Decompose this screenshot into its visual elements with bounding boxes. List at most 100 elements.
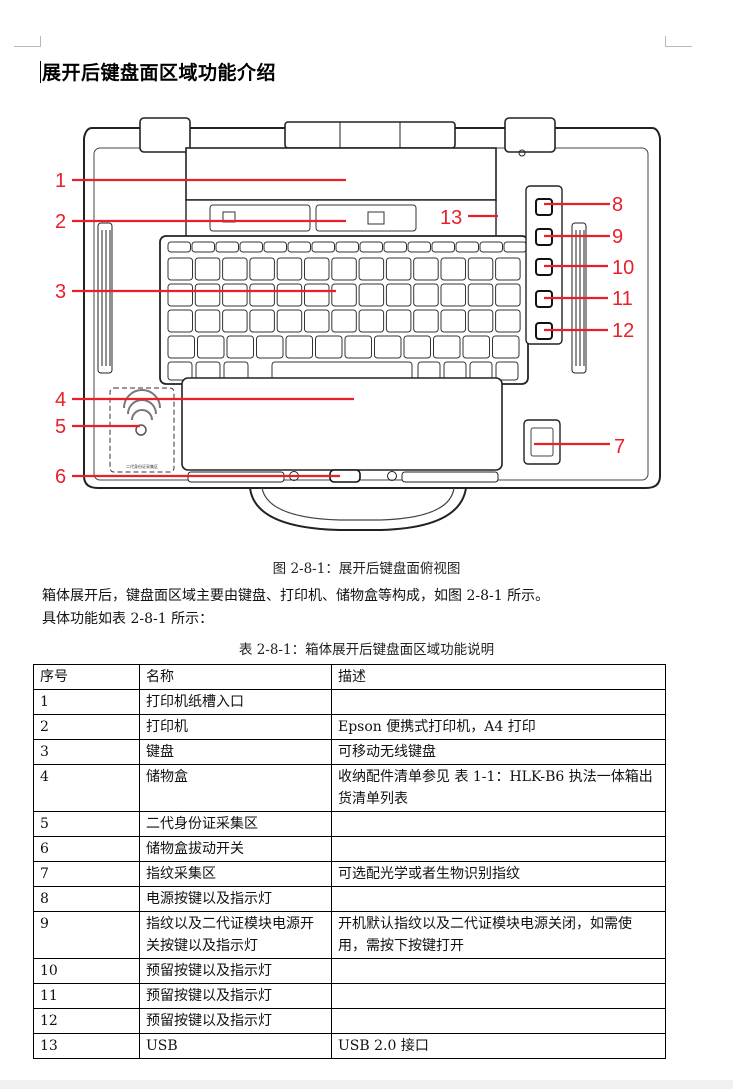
keyboard-key <box>385 309 412 333</box>
callout-number: 2 <box>55 211 66 233</box>
keyboard-key <box>287 241 311 253</box>
callout-number: 12 <box>612 320 634 342</box>
printer-slot <box>185 147 497 201</box>
id-plate-label: 二代身份证采集区 <box>126 463 158 469</box>
table-cell-desc: 收纳配件清单参见 表 1-1：HLK-B6 执法一体箱出货清单列表 <box>331 764 666 812</box>
keyboard-key <box>331 257 357 281</box>
table-cell-no: 7 <box>33 861 140 887</box>
table-cell-name: 储物盒 <box>139 764 332 812</box>
keyboard-key <box>194 309 221 333</box>
table-cell-name: 电源按键以及指示灯 <box>139 886 332 912</box>
hinge-center <box>284 121 456 149</box>
keyboard-key <box>194 257 221 281</box>
callout-number: 8 <box>612 194 623 216</box>
table-cell-name: 预留按键以及指示灯 <box>139 958 332 984</box>
callout-number: 11 <box>612 288 633 310</box>
callout-number: 4 <box>55 389 66 411</box>
keyboard-key <box>374 335 402 359</box>
crop-mark-top-right <box>665 36 692 47</box>
table-cell-name: 预留按键以及指示灯 <box>139 1008 332 1034</box>
keyboard-key <box>167 335 195 359</box>
keyboard-key <box>167 257 193 281</box>
panel-button <box>535 198 553 216</box>
table-cell-name: 预留按键以及指示灯 <box>139 983 332 1009</box>
keyboard-key <box>440 283 466 307</box>
keyboard-key <box>276 283 303 307</box>
keyboard-key <box>222 309 248 333</box>
table-cell-desc <box>331 1008 666 1034</box>
table-cell-desc: Epson 便携式打印机，A4 打印 <box>331 714 666 740</box>
keyboard-key <box>167 241 191 253</box>
table-cell-name: 打印机纸槽入口 <box>139 689 332 715</box>
keyboard-key <box>403 335 431 359</box>
table-cell-no: 5 <box>33 811 140 837</box>
keyboard-key <box>249 283 275 307</box>
table-cell-name: 打印机 <box>139 714 332 740</box>
keyboard-key <box>440 257 466 281</box>
table-cell-desc: 开机默认指纹以及二代证模块电源关闭，如需使用，需按下按键打开 <box>331 911 666 959</box>
id-card-reader: 二代身份证采集区 <box>109 387 175 473</box>
keyboard-key <box>467 309 494 333</box>
table-cell-no: 13 <box>33 1033 140 1059</box>
keyboard-key <box>304 283 330 307</box>
text-cursor <box>40 61 41 83</box>
table-cell-desc <box>331 689 666 715</box>
callout-number: 5 <box>55 416 66 438</box>
hinge-left <box>139 117 191 153</box>
section-heading: 展开后键盘面区域功能介绍 <box>42 62 277 84</box>
keyboard-key <box>256 335 284 359</box>
keyboard-key <box>385 283 412 307</box>
keyboard-key <box>311 241 335 253</box>
keyboard-key <box>167 283 193 307</box>
keyboard-key <box>167 309 193 333</box>
table-cell-desc: USB 2.0 接口 <box>331 1033 666 1059</box>
keyboard-key <box>462 335 490 359</box>
body-paragraph-line-1: 箱体展开后，键盘面区域主要由键盘、打印机、储物盒等构成，如图 2-8-1 所示。 <box>42 588 550 604</box>
keyboard-key <box>226 335 254 359</box>
callout-number: 3 <box>55 281 66 303</box>
storage-box <box>181 377 503 471</box>
keyboard-key <box>407 241 431 253</box>
keyboard-key <box>495 309 521 333</box>
keyboard-key <box>495 283 521 307</box>
keyboard-key <box>467 257 494 281</box>
keyboard-key <box>276 309 303 333</box>
keyboard-key <box>433 335 461 359</box>
keyboard-key <box>467 283 494 307</box>
keyboard-key <box>239 241 263 253</box>
callout-number: 1 <box>55 170 66 192</box>
table-cell-no: 9 <box>33 911 140 959</box>
keyboard-key <box>167 361 193 381</box>
keyboard-key <box>479 241 503 253</box>
keyboard-key <box>503 241 527 253</box>
table-cell-no: 8 <box>33 886 140 912</box>
keyboard-key <box>358 309 385 333</box>
table-header-row: 序号 名称 描述 <box>33 664 666 690</box>
keyboard-key <box>358 283 385 307</box>
keyboard-key <box>344 335 372 359</box>
keyboard-key <box>304 309 330 333</box>
keyboard-key <box>197 335 225 359</box>
keyboard-key <box>222 283 248 307</box>
hinge-right <box>504 117 556 153</box>
table-cell-name: USB <box>139 1033 332 1059</box>
table-cell-desc <box>331 983 666 1009</box>
keyboard-key <box>222 257 248 281</box>
keyboard-key <box>495 361 519 381</box>
table-cell-no: 4 <box>33 764 140 812</box>
table-caption: 表 2-8-1：箱体展开后键盘面区域功能说明 <box>238 642 495 658</box>
keyboard-key <box>495 257 521 281</box>
